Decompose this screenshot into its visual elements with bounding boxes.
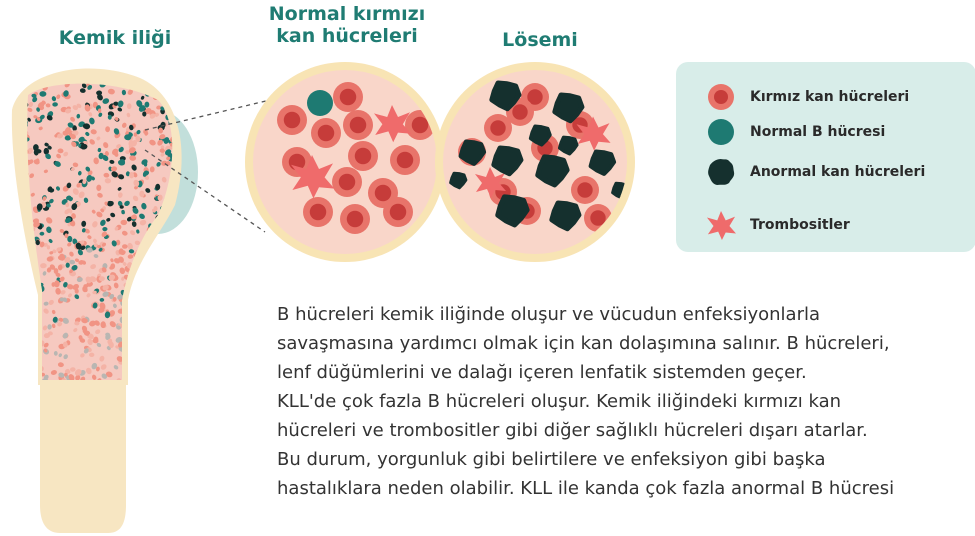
abnormal-cell <box>495 194 530 228</box>
abnormal-cell <box>458 139 487 166</box>
abnormal-cell <box>489 80 522 112</box>
legend-label: Normal B hücresi <box>750 124 886 140</box>
description-line: Bu durum, yorgunluk gibi belirtilere ve … <box>277 449 826 470</box>
abnormal-cell <box>552 92 585 124</box>
legend-label: Anormal kan hücreleri <box>750 164 926 180</box>
legend-label: Trombositler <box>750 217 850 233</box>
abnormal-cell <box>557 135 579 156</box>
bone-shaft <box>40 380 126 533</box>
zoom-line-bottom <box>144 149 266 233</box>
description-line: savaşmasına yardımcı olmak için kan dola… <box>277 333 890 354</box>
bone <box>11 68 198 533</box>
b-cell <box>307 90 333 116</box>
normal-cells-heading: Normal kırmızı kan hücreleri <box>268 3 426 47</box>
zoom-line-top <box>144 99 271 131</box>
legend: Kırmız kan hücreleri Normal B hücresi An… <box>676 62 975 252</box>
description-line: hastalıklara neden olabilir. KLL ile kan… <box>277 478 895 499</box>
abnormal-cell <box>491 145 524 177</box>
leukemia-blood-circle <box>435 62 635 262</box>
legend-item-b-cell: Normal B hücresi <box>706 117 885 147</box>
legend-item-platelet: Trombositler <box>706 210 850 240</box>
legend-item-rbc: Kırmız kan hücreleri <box>706 82 909 112</box>
abnormal-cell <box>549 200 582 232</box>
normal-b-cell-icon <box>708 119 734 145</box>
abnormal-cell <box>588 149 617 176</box>
bone-marrow-heading: Kemik iliği <box>58 27 172 49</box>
abnormal-cell <box>535 154 570 188</box>
description-line: KLL'de çok fazla B hücreleri oluşur. Kem… <box>277 391 842 412</box>
red-blood-cell-icon <box>708 84 734 110</box>
legend-label: Kırmız kan hücreleri <box>750 89 910 105</box>
abnormal-cell <box>528 124 552 147</box>
legend-item-abnormal: Anormal kan hücreleri <box>706 157 925 187</box>
description-line: hücreleri ve trombositler gibi diğer sağ… <box>277 420 868 441</box>
platelet-icon <box>706 210 736 240</box>
abnormal-cell-icon <box>708 159 735 185</box>
description-line: B hücreleri kemik iliğinde oluşur ve vüc… <box>277 304 820 325</box>
description-text: B hücreleri kemik iliğinde oluşur ve vüc… <box>277 300 975 536</box>
leukemia-heading: Lösemi <box>502 29 578 51</box>
normal-blood-circle <box>245 62 445 262</box>
description-line: lenf düğümlerini ve dalağı içeren lenfat… <box>277 362 807 383</box>
abnormal-cell <box>449 171 468 190</box>
